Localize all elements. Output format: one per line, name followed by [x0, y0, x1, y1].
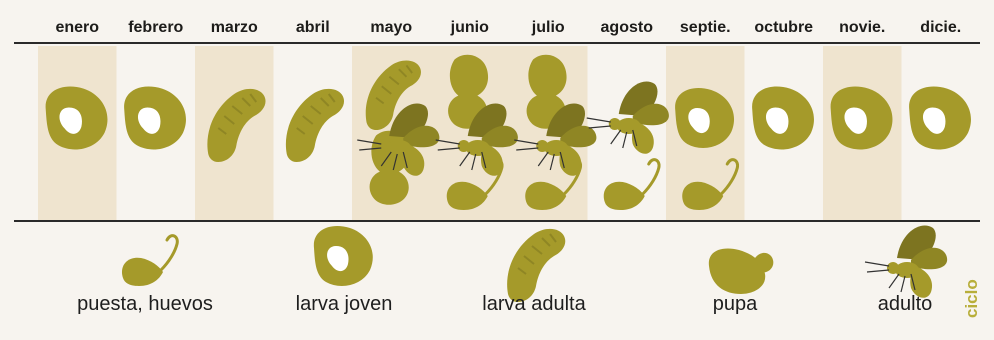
legend-rule	[14, 220, 980, 222]
stage-mark-puesta	[604, 160, 659, 210]
month-label: junio	[431, 19, 509, 37]
month-label: octubre	[745, 19, 823, 37]
month-column-dicie.	[909, 87, 971, 150]
month-label: mayo	[352, 19, 430, 37]
stage-mark-larva-joven	[909, 87, 971, 150]
month-column-agosto	[587, 82, 669, 210]
legend-label-larva-adulta: larva adulta	[434, 293, 634, 316]
legend-icon-pupa	[709, 249, 773, 294]
month-label: dicie.	[902, 19, 980, 37]
legend-label-puesta: puesta, huevos	[45, 293, 245, 316]
stage-mark-larva-adulta	[286, 89, 344, 162]
legend-label-larva-joven: larva joven	[244, 293, 444, 316]
month-column-octubre	[752, 87, 814, 150]
month-label: julio	[509, 19, 587, 37]
month-label: novie.	[823, 19, 901, 37]
legend-icon-larva-adulta	[507, 229, 565, 302]
side-label: ciclo	[962, 278, 982, 318]
legend-icon-puesta	[122, 236, 177, 286]
month-label: enero	[38, 19, 116, 37]
header-rule	[14, 42, 980, 44]
legend-icon-adulto	[865, 226, 947, 298]
month-label: septie.	[666, 19, 744, 37]
stage-mark-larva-joven	[752, 87, 814, 150]
month-label: febrero	[117, 19, 195, 37]
stage-mark-adulto	[587, 82, 669, 154]
legend-icon-larva-joven	[314, 226, 373, 286]
month-column-febrero	[124, 87, 186, 150]
month-column-abril	[286, 89, 344, 162]
month-label: abril	[274, 19, 352, 37]
stage-mark-larva-joven	[124, 87, 186, 150]
month-label: marzo	[195, 19, 273, 37]
month-label: agosto	[588, 19, 666, 37]
